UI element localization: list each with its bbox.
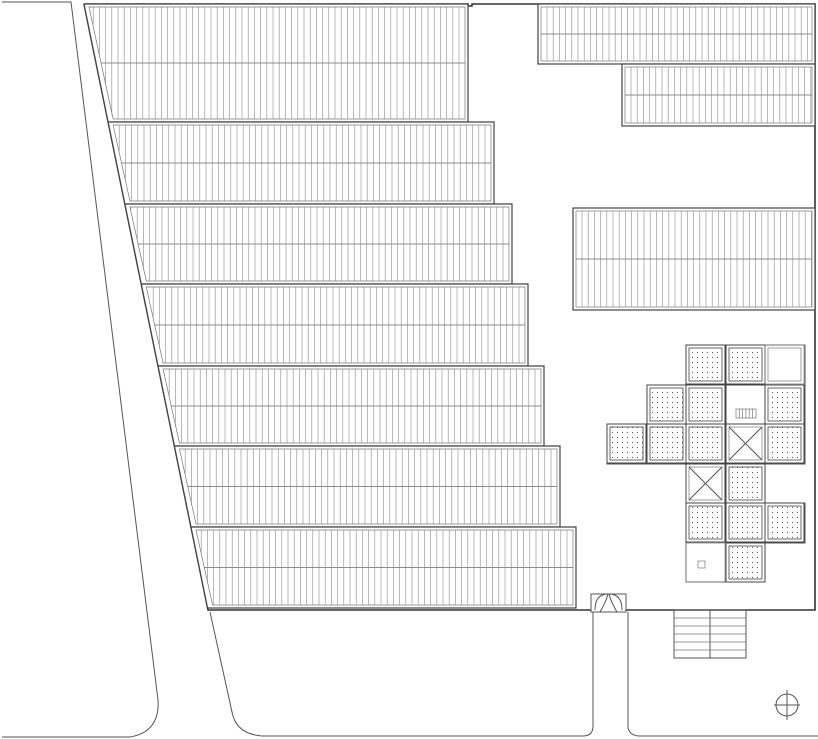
right-roof-band-1 [537, 3, 816, 65]
courtyard-cell [725, 423, 766, 464]
courtyard-cell [685, 542, 726, 583]
courtyard-cell [685, 463, 726, 504]
planted-cell [688, 347, 723, 382]
roof-band-2 [107, 121, 495, 205]
void-inner [728, 426, 763, 461]
courtyard-cell [646, 384, 687, 425]
planted-cell [688, 387, 723, 422]
entrance-steps [673, 609, 747, 659]
roof-band-inner [195, 529, 574, 606]
planted-cell [767, 387, 802, 422]
roof-band-inner [112, 124, 492, 202]
entrance-gate [590, 593, 627, 613]
planted-cell [688, 505, 723, 540]
roof-band-inner [145, 286, 526, 364]
courtyard-cell [606, 423, 647, 464]
roof-band-6 [173, 445, 561, 528]
courtyard-cell [725, 502, 766, 543]
right-roof-band-3 [572, 207, 816, 311]
courtyard-cell [685, 344, 726, 385]
north-arrow-icon [774, 690, 800, 720]
roof-band-3 [124, 203, 513, 285]
planted-cell [609, 426, 644, 461]
roof-band-1 [83, 3, 469, 123]
planted-cell [728, 347, 763, 382]
courtyard-cell [725, 463, 766, 504]
courtyard-cell [764, 344, 805, 385]
planted-cell [767, 505, 802, 540]
planted-cell [728, 505, 763, 540]
planted-cell [688, 426, 723, 461]
courtyard-cell [764, 423, 805, 464]
courtyard-cell [646, 423, 687, 464]
roof-band-inner [162, 368, 542, 444]
void-cross [688, 466, 723, 501]
courtyard-cell [764, 502, 805, 543]
courtyard-grid [606, 344, 806, 583]
void-cross [728, 426, 763, 461]
small-square-icon [697, 560, 706, 569]
planted-cell [728, 545, 763, 580]
roof-band-5 [157, 365, 545, 447]
roof-band-inner [178, 448, 558, 525]
courtyard-cell [725, 542, 766, 583]
roof-bands [83, 3, 816, 609]
courtyard-cell [685, 423, 726, 464]
roof-band-inner [129, 206, 510, 282]
planted-cell [728, 466, 763, 501]
planted-cell [767, 426, 802, 461]
courtyard-cell [725, 384, 766, 425]
planted-cell [649, 426, 684, 461]
planted-cell [649, 387, 684, 422]
right-roof-band-2 [621, 63, 816, 127]
courtyard-cell [685, 384, 726, 425]
cell-frame [685, 542, 726, 583]
cell-frame [725, 384, 766, 425]
open-cell-inner [767, 347, 802, 382]
courtyard-cell [764, 384, 805, 425]
courtyard-cell [725, 344, 766, 385]
roof-band-inner [88, 6, 466, 120]
open-cell [764, 344, 805, 385]
void-inner [688, 466, 723, 501]
roof-band-4 [140, 283, 529, 367]
roof-band-7 [190, 526, 577, 609]
courtyard-cell [685, 502, 726, 543]
